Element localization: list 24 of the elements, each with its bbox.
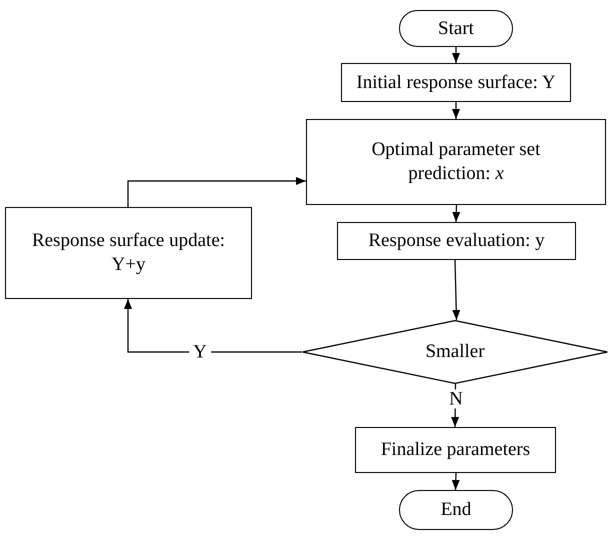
process-box (355, 427, 556, 473)
node-text: Smaller (425, 340, 485, 364)
arrow (452, 260, 460, 320)
decision-diamond (302, 320, 608, 384)
process-box (5, 207, 252, 299)
arrow (452, 472, 460, 490)
arrow (127, 177, 306, 207)
process-box (306, 119, 606, 205)
node-text: Response evaluation: y (368, 229, 545, 253)
process-box (341, 63, 571, 102)
node-text: Response surface update: Y+y (30, 229, 226, 277)
terminal-shape (399, 10, 513, 47)
node-text: Finalize parameters (380, 438, 530, 462)
node-text: Initial response surface: Y (356, 70, 556, 94)
arrow (452, 204, 460, 222)
arrow (451, 384, 460, 427)
arrow (124, 299, 302, 353)
node-text: Optimal parameter set prediction: x (370, 138, 542, 186)
process-box (337, 222, 576, 260)
node-text: Start (438, 16, 474, 40)
arrow (452, 102, 460, 119)
terminal-shape (399, 490, 513, 530)
node-text: End (440, 498, 472, 522)
arrow (452, 47, 460, 63)
